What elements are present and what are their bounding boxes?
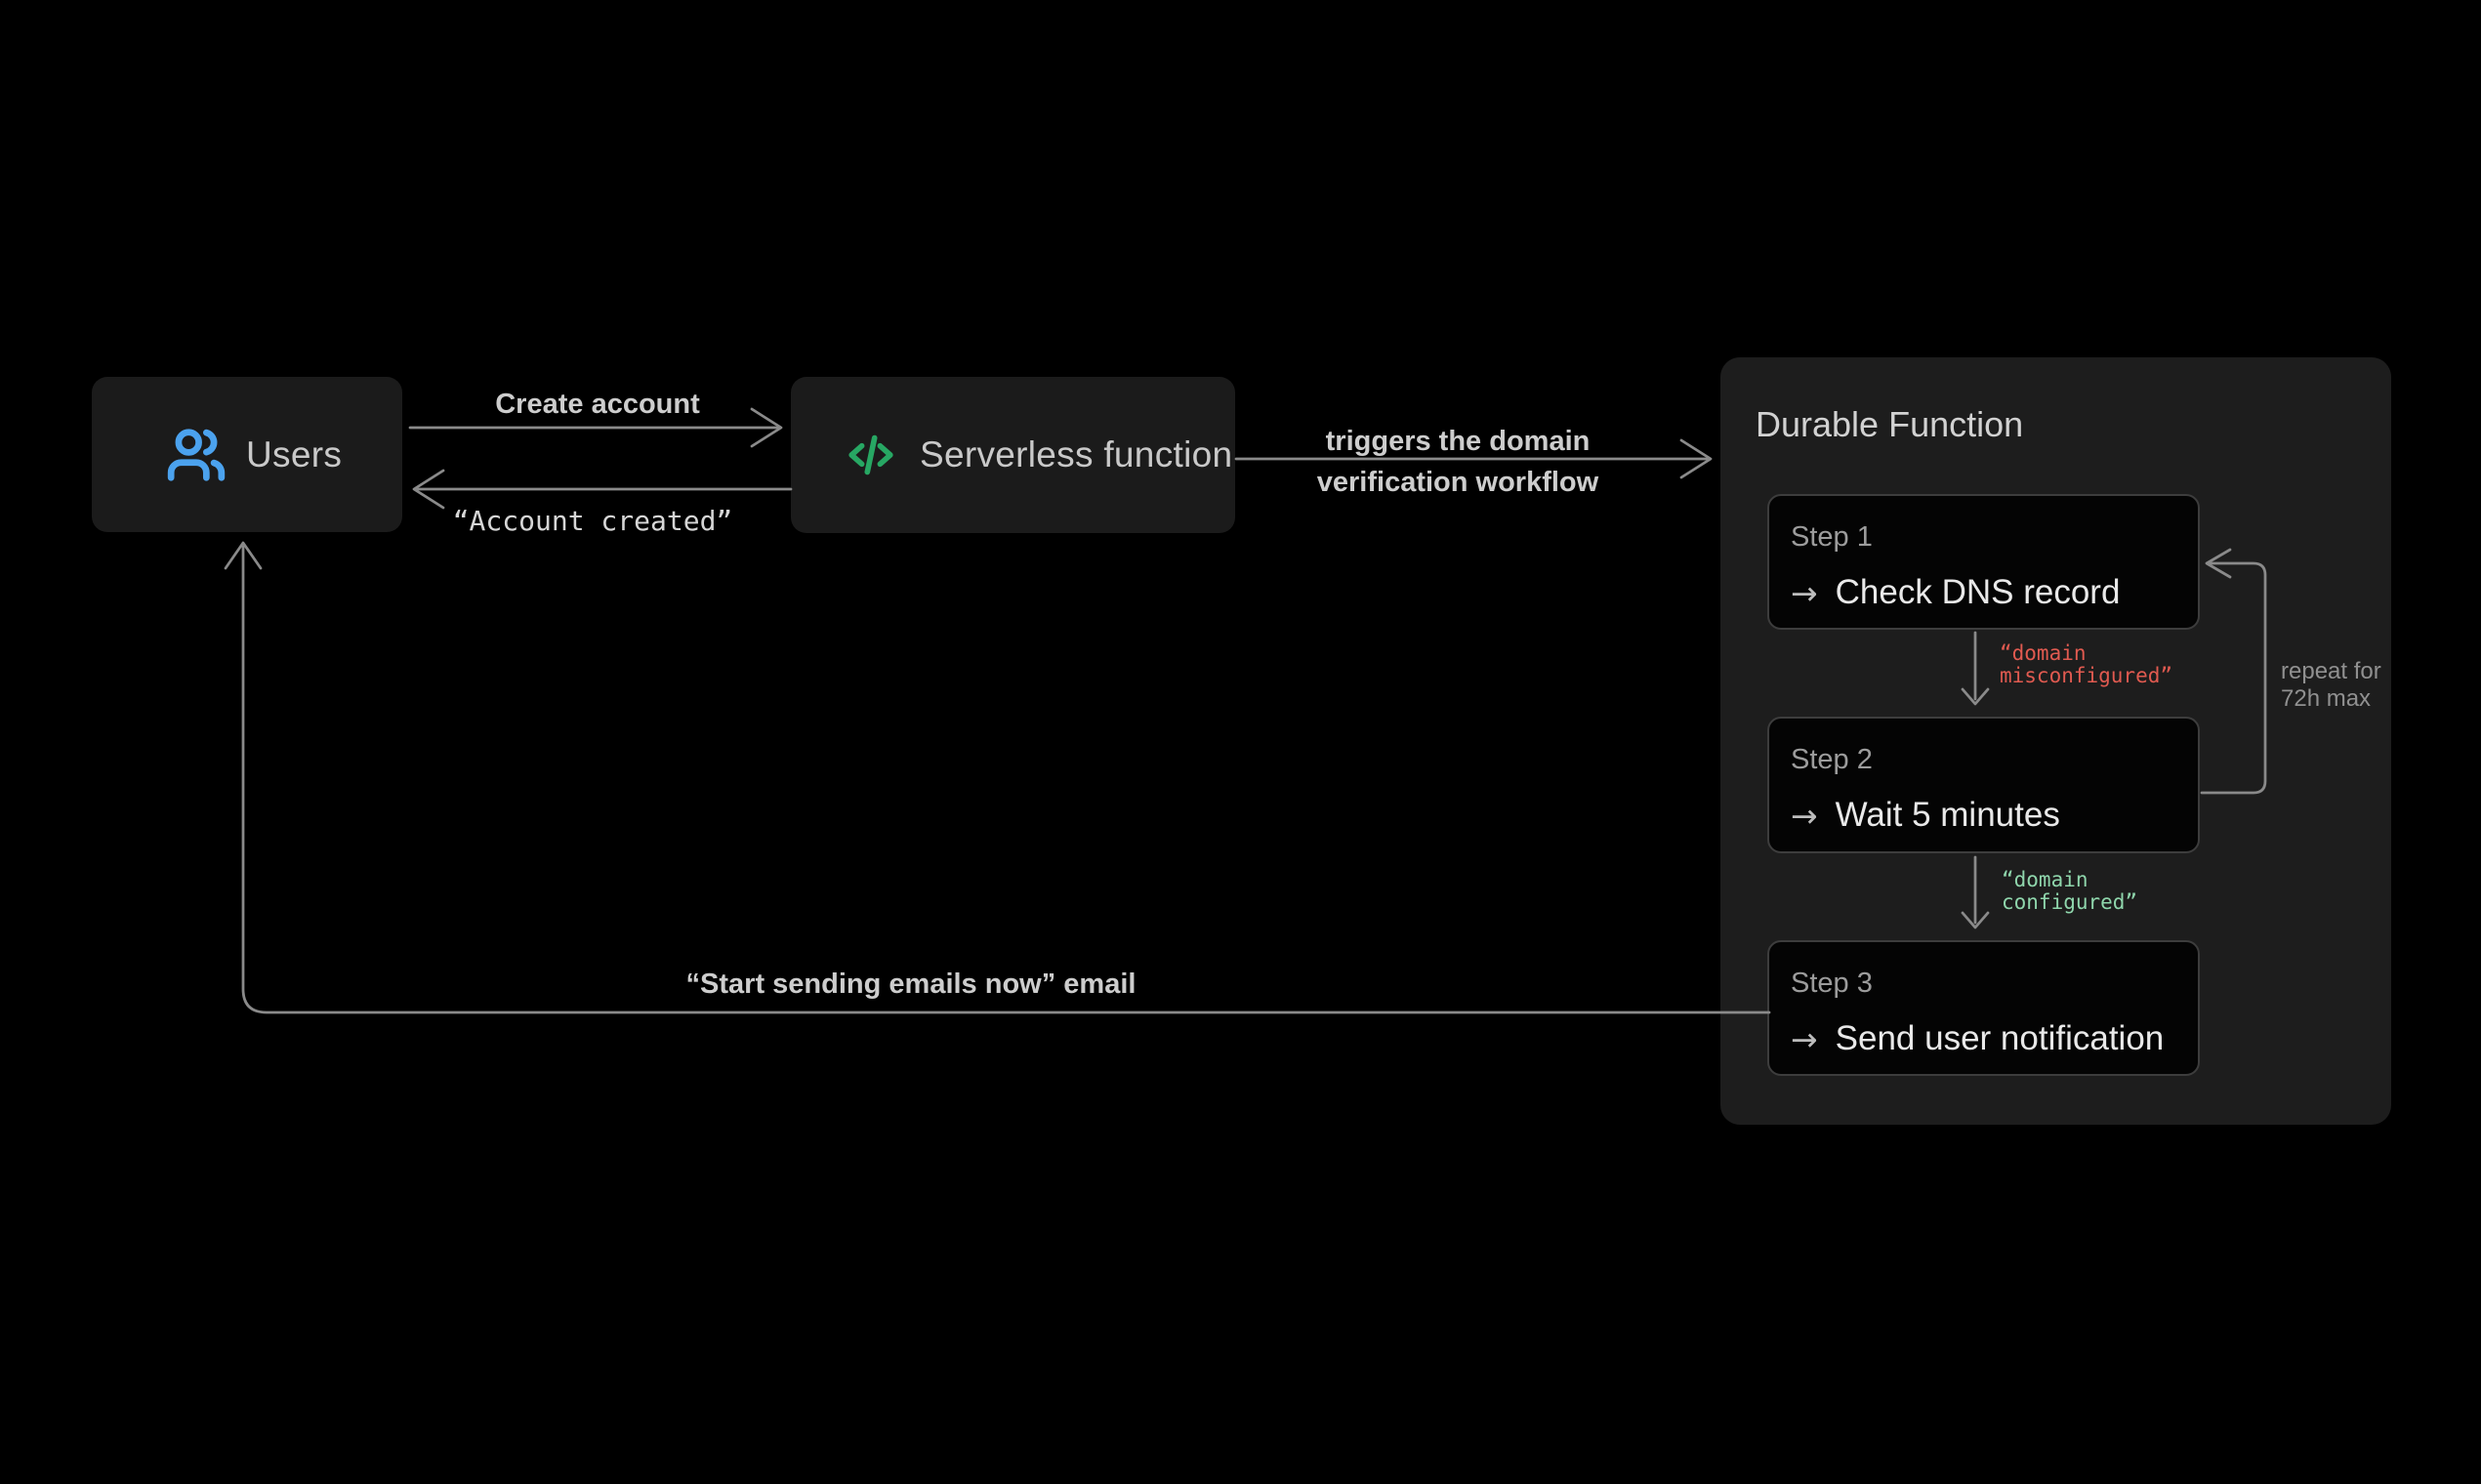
users-icon (166, 425, 227, 485)
triggers-workflow-label: triggers the domain verification workflo… (1316, 426, 1599, 498)
notification-to-users-arrow (224, 541, 1771, 1014)
account-created-arrow (412, 469, 793, 510)
users-node: Users (92, 377, 402, 532)
durable-function-panel: Durable Function Step 1 → Check DNS reco… (1720, 357, 2391, 1125)
serverless-function-node: Serverless function (791, 377, 1235, 533)
durable-function-title: Durable Function (1756, 404, 2024, 444)
create-account-label: Create account (495, 389, 700, 420)
users-node-label: Users (246, 433, 343, 474)
serverless-node-label: Serverless function (920, 434, 1233, 474)
step-2-box: Step 2 → Wait 5 minutes (1767, 717, 2200, 853)
arrow-right-icon: → (1791, 796, 1818, 835)
step-2-label: Step 2 (1791, 744, 1873, 775)
step-3-label: Step 3 (1791, 968, 1873, 999)
arrow-right-icon: → (1791, 1019, 1818, 1058)
step-3-box: Step 3 → Send user notification (1767, 940, 2200, 1076)
repeat-note: repeat for 72h max (2281, 658, 2381, 712)
start-sending-email-label: “Start sending emails now” email (685, 969, 1137, 1000)
step-3-action: Send user notification (1835, 1019, 2165, 1057)
step-1-action: Check DNS record (1835, 573, 2121, 611)
step-1-box: Step 1 → Check DNS record (1767, 494, 2200, 630)
account-created-label: “Account created” (452, 505, 733, 537)
step-1-label: Step 1 (1791, 521, 1873, 553)
code-icon (844, 428, 898, 482)
arrow-right-icon: → (1791, 573, 1818, 612)
domain-misconfigured-label: “domain misconfigured” (2000, 641, 2173, 687)
domain-configured-label: “domain configured” (2002, 868, 2138, 914)
step-2-action: Wait 5 minutes (1835, 796, 2060, 834)
